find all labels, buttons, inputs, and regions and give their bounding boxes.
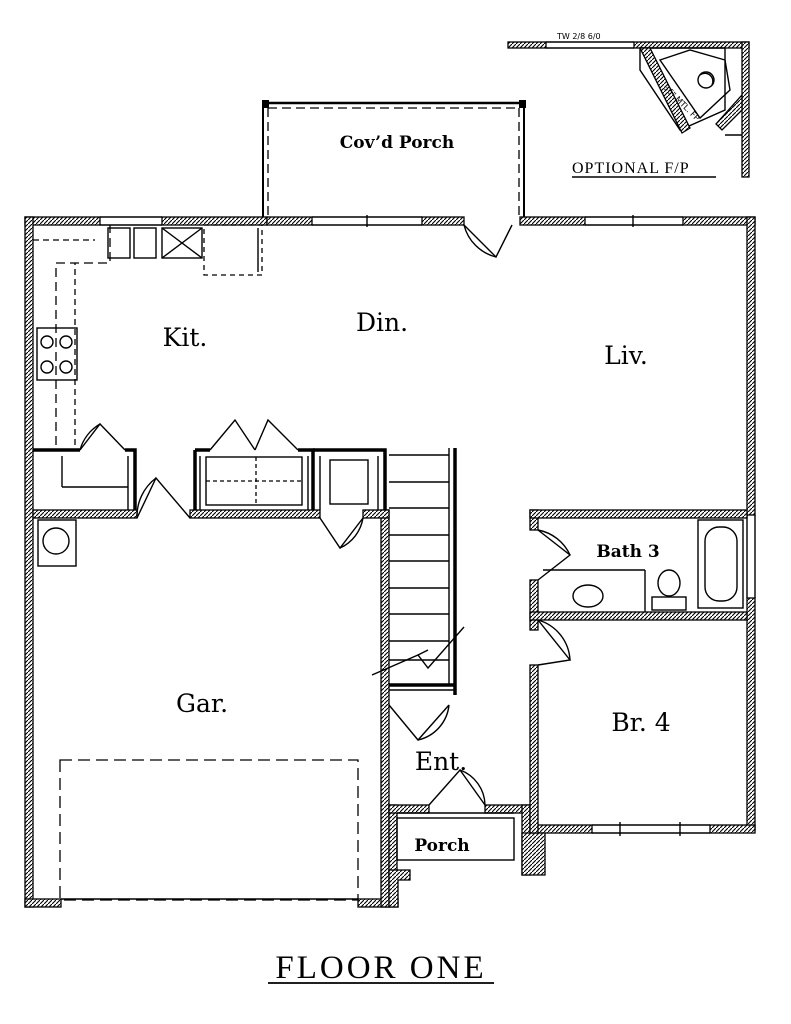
- front-porch: [396, 812, 515, 861]
- room-label-covd-porch: Cov’d Porch: [340, 133, 454, 153]
- stairs: [371, 454, 465, 676]
- room-label-garage: Gar.: [176, 689, 228, 718]
- doors: [79, 224, 572, 806]
- room-label-living: Liv.: [604, 341, 648, 370]
- window-note: TW 2/8 6/0: [556, 32, 601, 41]
- room-label-entry: Ent.: [415, 747, 467, 776]
- bath-fixtures: [543, 519, 744, 612]
- optional-fireplace: [507, 41, 750, 178]
- kitchen-counters: [33, 224, 263, 567]
- room-label-bath3: Bath 3: [596, 542, 659, 562]
- room-label-porch: Porch: [414, 836, 469, 856]
- plan-title: FLOOR ONE: [275, 950, 486, 986]
- interior-walls: [32, 448, 748, 834]
- optional-fp-label: OPTIONAL F/P: [572, 160, 690, 177]
- room-label-dining: Din.: [356, 308, 408, 337]
- room-label-kitchen: Kit.: [163, 323, 208, 352]
- room-label-bedroom4: Br. 4: [611, 708, 670, 737]
- garage-door: [59, 759, 359, 901]
- covered-porch: [262, 100, 526, 217]
